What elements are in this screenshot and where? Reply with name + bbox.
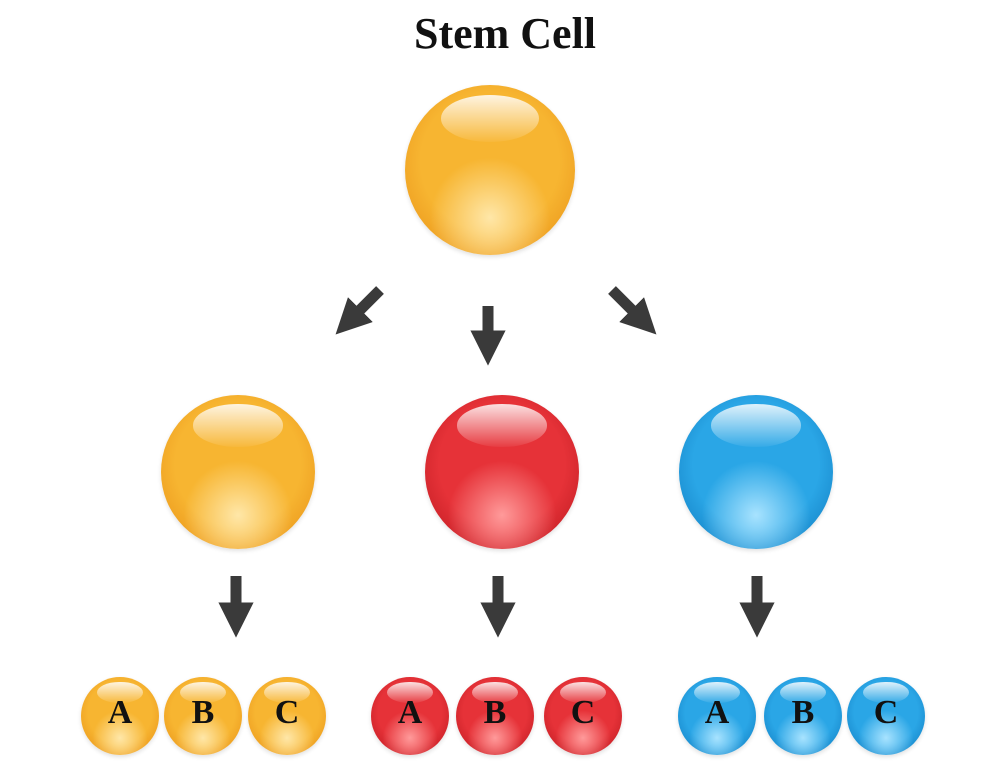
cell-orange-c: C [248, 677, 326, 755]
cell-blue-a: A [678, 677, 756, 755]
cell-label: A [704, 694, 730, 731]
cell-label: B [483, 694, 507, 731]
diagram-title: Stem Cell [413, 9, 597, 58]
cell-label: C [873, 694, 899, 731]
cell-blue-c: C [847, 677, 925, 755]
ball-highlight [457, 404, 547, 447]
cell-label: C [570, 694, 596, 731]
arrow-stem-to-left [335, 286, 384, 335]
ball-highlight [440, 95, 540, 142]
stem-cell [405, 85, 575, 255]
cell-label: B [791, 694, 815, 731]
cell-orange-a: A [81, 677, 159, 755]
cell-label: A [397, 694, 423, 731]
cell-blue-b: B [764, 677, 842, 755]
cell-label: C [274, 694, 300, 731]
cell-orange-b: B [164, 677, 242, 755]
child-cell-red [425, 395, 579, 549]
ball-highlight [711, 404, 801, 447]
cell-label: A [107, 694, 133, 731]
cell-label: B [191, 694, 215, 731]
child-cell-blue [679, 395, 833, 549]
child-cell-orange [161, 395, 315, 549]
cell-red-b: B [456, 677, 534, 755]
cell-red-c: C [544, 677, 622, 755]
arrow-stem-to-right [608, 286, 657, 335]
cell-red-a: A [371, 677, 449, 755]
ball-highlight [193, 404, 283, 447]
